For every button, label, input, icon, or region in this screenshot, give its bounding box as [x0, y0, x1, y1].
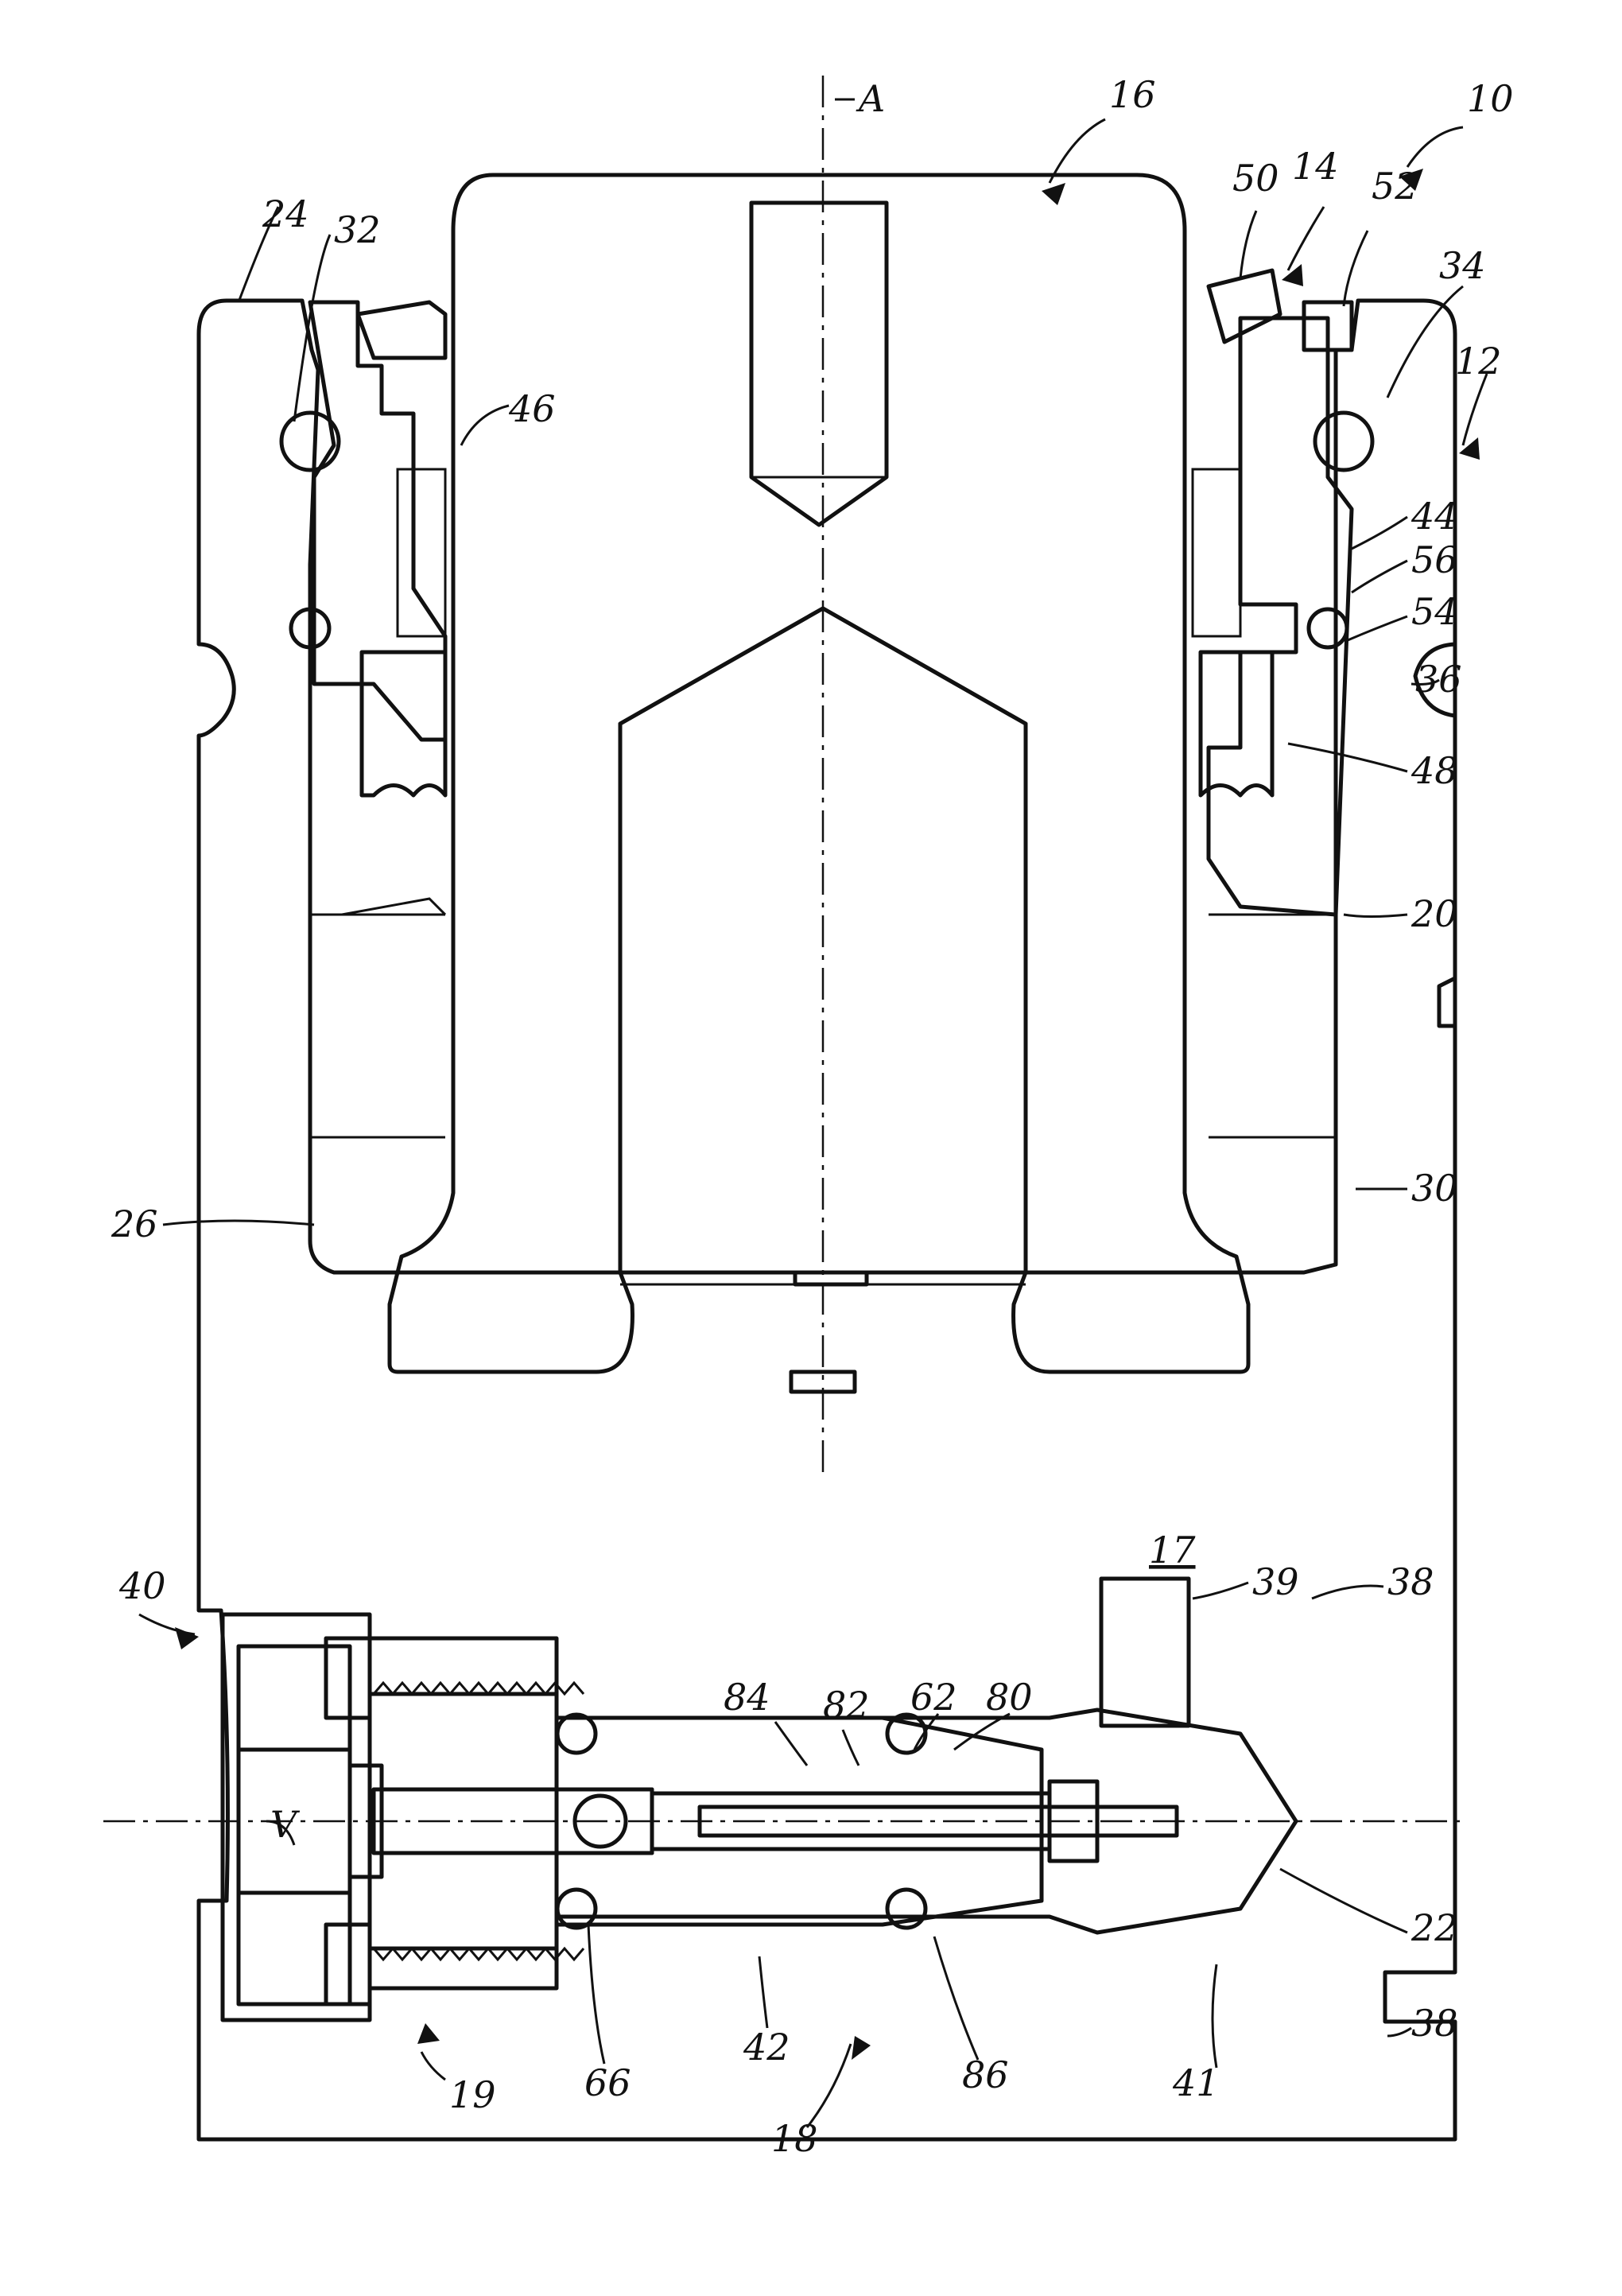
label-10: 10	[1467, 77, 1514, 120]
label-32: 32	[334, 208, 381, 251]
label-40: 40	[118, 1564, 166, 1607]
o-ring-54	[1309, 609, 1347, 647]
leader-lines	[139, 99, 1487, 2127]
piston-assembly	[390, 175, 1248, 1392]
passage-39	[1101, 1579, 1189, 1726]
label-50: 50	[1232, 157, 1279, 200]
label-17: 17	[1149, 1529, 1196, 1571]
label-36: 36	[1415, 658, 1462, 701]
label-80: 80	[986, 1676, 1033, 1719]
label-86: 86	[962, 2053, 1009, 2096]
reference-labels: A 16 10 50 14 52 34 12 44 56 54 36 48 20…	[111, 73, 1514, 2160]
label-84: 84	[724, 1676, 770, 1719]
o-ring-left-valve	[557, 1715, 596, 1753]
right-seal-assembly	[1193, 270, 1372, 915]
label-20: 20	[1411, 892, 1458, 935]
housing-section	[199, 301, 1455, 2139]
piston-section	[390, 175, 1248, 1372]
label-56: 56	[1411, 538, 1458, 581]
o-ring-66	[557, 1890, 596, 1928]
label-39: 39	[1252, 1560, 1299, 1603]
label-54: 54	[1411, 590, 1458, 633]
o-ring-62	[887, 1715, 925, 1753]
label-30: 30	[1411, 1167, 1458, 1210]
label-82: 82	[823, 1684, 870, 1727]
label-19: 19	[449, 2073, 496, 2116]
label-26: 26	[111, 1202, 158, 1245]
valve-assembly	[223, 1579, 1296, 2020]
label-62: 62	[910, 1676, 957, 1719]
housing-body	[199, 301, 1455, 2139]
label-66: 66	[584, 2061, 631, 2104]
label-18: 18	[771, 2117, 818, 2160]
label-view-v: V	[270, 1803, 301, 1846]
label-42: 42	[743, 2026, 790, 2069]
label-24: 24	[262, 192, 309, 235]
label-46: 46	[508, 387, 556, 430]
label-22: 22	[1411, 1906, 1458, 1949]
label-38-top: 38	[1387, 1560, 1434, 1603]
label-38-bottom: 38	[1411, 2002, 1458, 2045]
label-41: 41	[1172, 2061, 1220, 2104]
label-12: 12	[1455, 340, 1502, 383]
left-seal-assembly	[281, 302, 445, 915]
label-axis-a: A	[856, 77, 885, 120]
label-34: 34	[1439, 244, 1486, 287]
label-14: 14	[1292, 145, 1339, 188]
label-44: 44	[1411, 495, 1458, 538]
o-ring-34	[1315, 413, 1372, 470]
label-16: 16	[1109, 73, 1156, 116]
label-48: 48	[1411, 749, 1458, 792]
o-ring-32	[281, 413, 339, 470]
